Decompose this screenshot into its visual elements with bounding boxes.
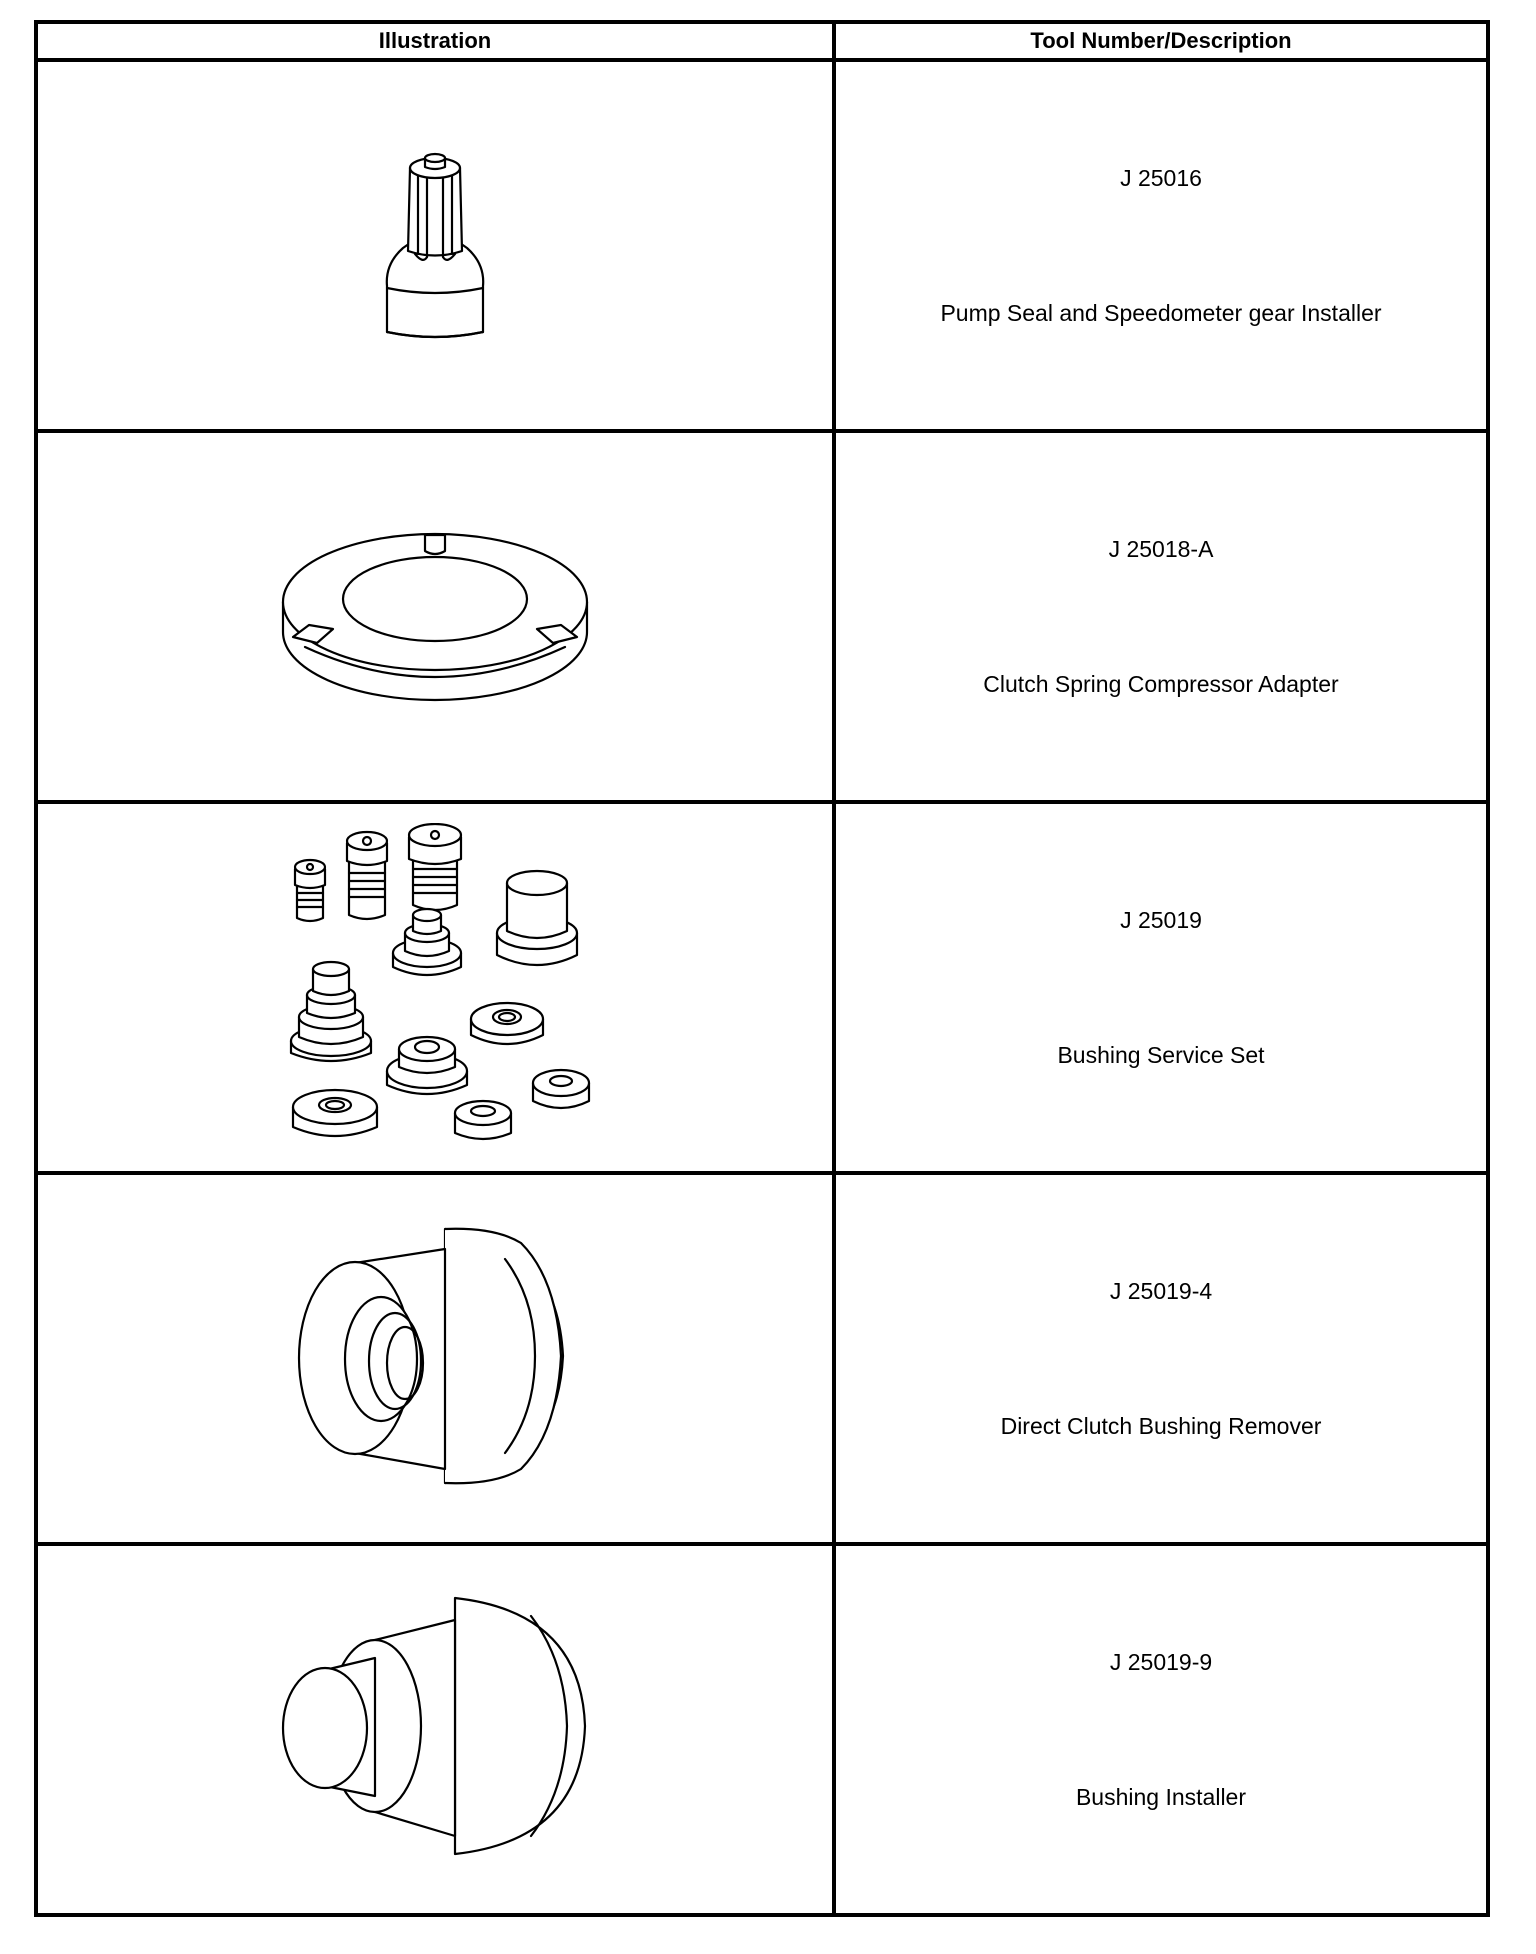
clutch-spring-adapter-icon	[281, 532, 589, 701]
tool-number: J 25016	[1120, 164, 1202, 191]
tool-description-cell: J 25019-4 Direct Clutch Bushing Remover	[832, 1171, 1490, 1546]
tool-number: J 25018-A	[1108, 535, 1214, 562]
table-row: J 25018-A Clutch Spring Compressor Adapt…	[34, 429, 1490, 804]
tool-description: Clutch Spring Compressor Adapter	[983, 670, 1339, 697]
illustration-cell	[34, 1171, 836, 1546]
tool-description: Direct Clutch Bushing Remover	[1000, 1412, 1322, 1439]
illustration-cell	[34, 1542, 836, 1917]
table-row: J 25019-4 Direct Clutch Bushing Remover	[34, 1171, 1490, 1546]
special-tools-table: Illustration Tool Number/Description	[34, 20, 1490, 1917]
tool-number: J 25019-4	[1109, 1277, 1213, 1304]
header-illustration: Illustration	[34, 20, 836, 62]
tool-description-cell: J 25018-A Clutch Spring Compressor Adapt…	[832, 429, 1490, 804]
table-row: J 25019 Bushing Service Set	[34, 800, 1490, 1175]
tool-description: Bushing Service Set	[1057, 1041, 1265, 1068]
pump-seal-installer-icon	[385, 152, 485, 338]
tool-number: J 25019	[1120, 906, 1202, 933]
illustration-cell	[34, 429, 836, 804]
table-row: J 25016 Pump Seal and Speedometer gear I…	[34, 58, 1490, 433]
tool-description-cell: J 25019-9 Bushing Installer	[832, 1542, 1490, 1917]
tool-description-cell: J 25016 Pump Seal and Speedometer gear I…	[832, 58, 1490, 433]
tool-description: Pump Seal and Speedometer gear Installer	[940, 299, 1382, 326]
tool-number: J 25019-9	[1109, 1648, 1213, 1675]
table-row: J 25019-9 Bushing Installer	[34, 1542, 1490, 1917]
illustration-cell	[34, 800, 836, 1175]
tool-description-cell: J 25019 Bushing Service Set	[832, 800, 1490, 1175]
tool-description: Bushing Installer	[1075, 1783, 1247, 1810]
bushing-remover-icon	[297, 1227, 565, 1484]
bushing-service-set-icon	[289, 822, 591, 1140]
bushing-installer-icon	[281, 1596, 587, 1855]
illustration-cell	[34, 58, 836, 433]
header-tool-number-description: Tool Number/Description	[832, 20, 1490, 62]
header-row: Illustration Tool Number/Description	[34, 20, 1490, 62]
